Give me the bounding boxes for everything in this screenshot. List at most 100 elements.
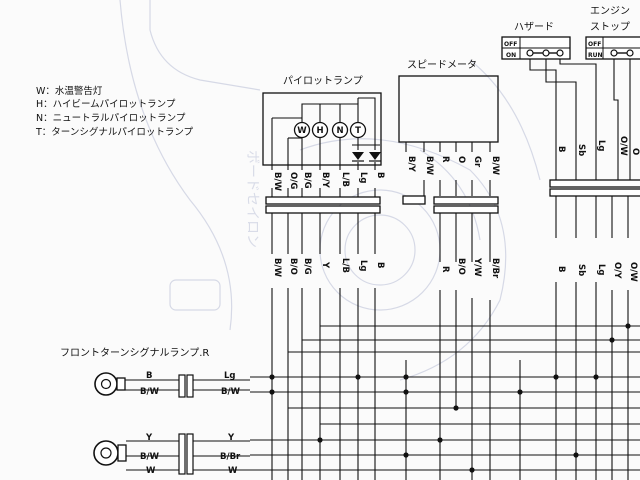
horizontal-harness [250, 325, 640, 480]
connector-icon [178, 433, 186, 475]
switch-position-label: OFF [588, 41, 601, 48]
speedometer-connector-top [433, 196, 499, 205]
wire-label: R [440, 156, 450, 163]
wire-label: Y [145, 433, 153, 443]
wire-label: Sb [576, 264, 586, 276]
legend-item: W：水温警告灯 [36, 85, 103, 97]
wire-label: B/W [424, 156, 434, 176]
wire-label: B [375, 262, 385, 268]
switch-terminal-icon [556, 49, 564, 57]
wire-label: B/G [302, 172, 312, 189]
wire-label: O/Y [612, 262, 622, 279]
wire-label: Sb [576, 144, 586, 156]
legend-item: T：ターンシグナルパイロットランプ [35, 126, 194, 138]
connector-icon [186, 374, 194, 398]
wire-label: B/Y [320, 172, 330, 189]
wire-label: B/W [490, 156, 500, 176]
wire-label: B/W [272, 172, 282, 192]
legend-item: N：ニュートラルパイロットランプ [36, 113, 186, 124]
lamp-label: T [355, 126, 361, 136]
engine-stop-switch: エンジン ストップ OFF RUN [585, 6, 640, 180]
legend: W：水温警告灯 H：ハイビームパイロットランプ N：ニュートラルパイロットランプ… [35, 85, 194, 138]
switch-position-label: ON [506, 52, 516, 59]
front-turn-signal: フロントターンシグナルランプ.R B B/W Lg B/W [60, 346, 250, 476]
lamp-t-icon [349, 121, 367, 139]
wire-label: O [456, 156, 466, 163]
wire-label: B/W [272, 258, 282, 278]
engine-stop-title-line1: エンジン [590, 6, 630, 17]
wire-label: B/G [302, 258, 312, 275]
engine-stop-title-line2: ストップ [590, 21, 630, 33]
wire-label: Lg [358, 172, 368, 184]
wire-label: B [556, 146, 566, 152]
wire-label: O/W [628, 262, 638, 282]
pilot-connector-top [265, 196, 381, 205]
switch-terminal-icon [610, 49, 618, 57]
lamp-label: H [316, 126, 323, 136]
switch-terminal-icon [526, 49, 534, 57]
diode-icon [369, 152, 381, 160]
junction-dots [269, 323, 631, 473]
wire-label: B/Br [490, 258, 500, 279]
wire-label: Lg [224, 371, 236, 381]
wire-label: Y [227, 433, 235, 443]
pilot-lamp-box [262, 92, 382, 166]
wire-label: B [375, 172, 385, 178]
wire-label: B/W [221, 387, 241, 397]
pilot-lamp-title: パイロットランプ [283, 75, 363, 87]
wire-label: B [146, 371, 152, 381]
lamp-n-icon [331, 121, 349, 139]
wire-label: Lg [596, 140, 606, 152]
wire-label: B/O [456, 258, 466, 275]
wire-label: L/B [340, 258, 350, 273]
wire-label: Lg [596, 264, 606, 276]
background-watermark [119, 0, 541, 381]
wire-label: W [146, 466, 156, 476]
speedometer-connector-bottom [433, 205, 499, 214]
connector-icon [186, 433, 194, 475]
switch-position-label: RUN [588, 52, 603, 59]
wire-label: B/Y [406, 156, 416, 173]
wire-label: O [630, 148, 640, 155]
wire-label: B/O [288, 258, 298, 275]
wire-label: B/W [140, 452, 160, 462]
wire-label: Gr [472, 156, 482, 168]
wire-label: Lg [358, 260, 368, 272]
wire-label: Y/W [472, 257, 482, 277]
wire-label: R [440, 266, 450, 273]
front-turn-signal-title: フロントターンシグナルランプ.R [60, 346, 209, 359]
switch-terminal-icon [626, 49, 634, 57]
wire-label: W [228, 466, 238, 476]
wire-label: Y [320, 261, 330, 269]
lamp-w-icon [293, 121, 311, 139]
hazard-title: ハザード [514, 21, 554, 33]
legend-item: H：ハイビームパイロットランプ [36, 99, 176, 110]
diode-icon [352, 152, 364, 160]
speedometer-title: スピードメータ [407, 59, 477, 71]
right-connector-top [549, 179, 640, 188]
speedometer-plug [402, 195, 426, 205]
hazard-switch: ハザード OFF ON [501, 21, 597, 180]
right-connector-bottom [549, 188, 640, 197]
lamp-label: N [336, 126, 343, 136]
bulb-icon [94, 372, 118, 396]
pilot-lamp-unit: パイロットランプ W [262, 75, 385, 480]
watermark-text: ボードセイロン [244, 150, 260, 248]
bulb-icon [93, 440, 119, 466]
pilot-connector-bottom [265, 205, 381, 214]
lamp-label: W [297, 126, 307, 136]
connector-icon [178, 374, 186, 398]
switch-terminal-icon [542, 49, 550, 57]
wire-label: B/Br [220, 452, 241, 462]
speedometer-box [398, 75, 499, 143]
speedometer-unit: スピードメータ B/Y B/W R O Gr B/W R [398, 59, 500, 480]
switch-position-label: OFF [504, 41, 517, 48]
wire-label: O/G [288, 172, 298, 189]
wire-label: L/B [340, 172, 350, 187]
wire-label: B/W [140, 387, 160, 397]
wire-label: O/W [618, 136, 628, 156]
wire-label: B [556, 266, 566, 272]
lamp-h-icon [311, 121, 329, 139]
right-harness: B Sb Lg O/W O B Sb Lg O/Y O/W O [549, 136, 640, 480]
